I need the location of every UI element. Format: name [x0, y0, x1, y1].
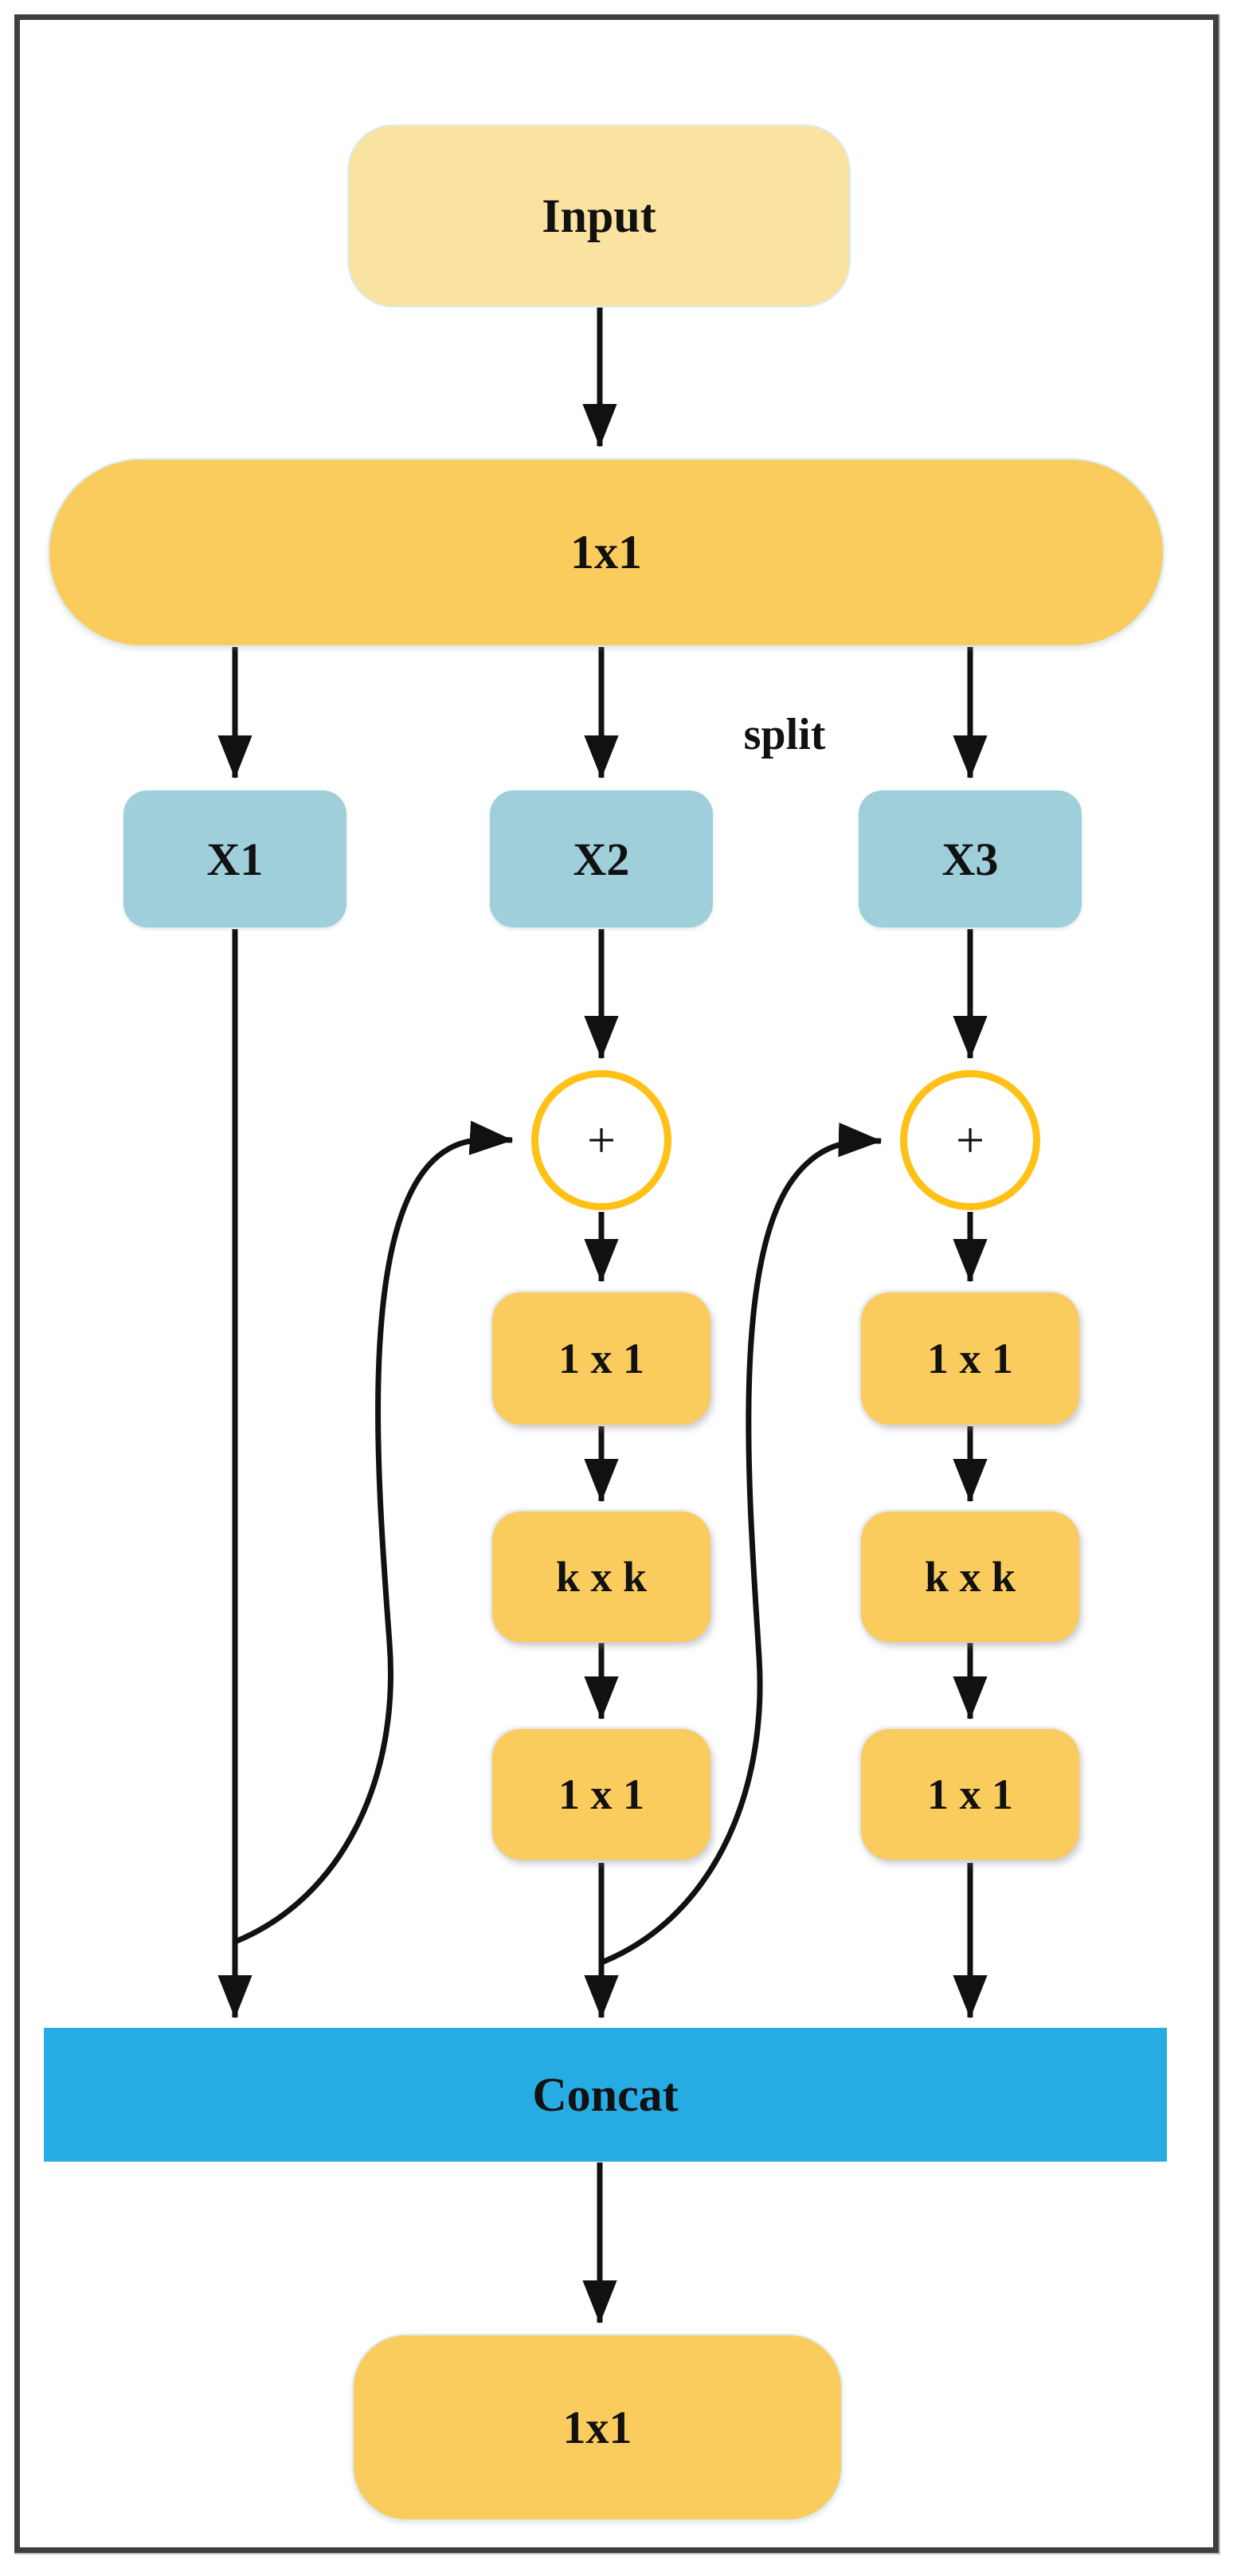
branch3-conv-1x1-b: 1 x 1: [861, 1729, 1079, 1860]
branch2-conv-1x1-a: 1 x 1: [492, 1292, 710, 1425]
split-label: split: [743, 710, 826, 759]
plus-icon: +: [586, 1112, 616, 1168]
conv-1x1-top-node: 1x1: [48, 458, 1164, 647]
branch-x2-node: X2: [490, 790, 713, 927]
branch2-conv-kxk: k x k: [492, 1511, 710, 1642]
branch3-conv-1x1-a: 1 x 1: [861, 1292, 1079, 1425]
branch2-conv-1x1-b: 1 x 1: [492, 1729, 710, 1860]
branch-x3-node: X3: [859, 790, 1082, 927]
branch-x1-node: X1: [123, 790, 346, 927]
output-conv-1x1-node: 1x1: [352, 2334, 843, 2521]
input-node: Input: [347, 124, 851, 308]
skip-curve-x1-to-add2: [233, 1120, 514, 1945]
add-node-branch3: +: [900, 1070, 1040, 1210]
concat-node: Concat: [44, 2028, 1167, 2162]
plus-icon: +: [955, 1112, 985, 1168]
figure-border: [14, 14, 1219, 2553]
skip-curve-b2-to-add3: [600, 1122, 883, 1966]
branch3-conv-kxk: k x k: [861, 1511, 1079, 1642]
add-node-branch2: +: [531, 1070, 671, 1210]
